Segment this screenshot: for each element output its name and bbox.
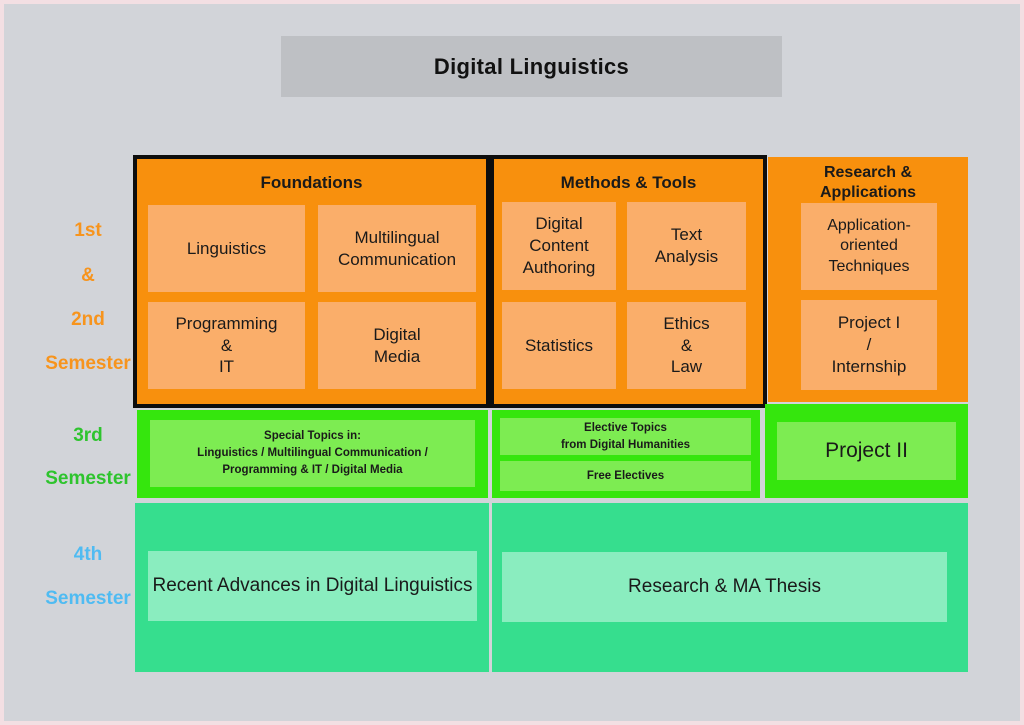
thesis-block: Research & MA Thesis [492, 503, 968, 672]
recent-advances-block: Recent Advances in Digital Linguistics [135, 503, 489, 672]
card-ethics-law: Ethics & Law [627, 302, 746, 389]
card-project-1-internship: Project I / Internship [801, 300, 937, 390]
page-title: Digital Linguistics [281, 36, 782, 97]
card-application-oriented-techniques: Application- oriented Techniques [801, 203, 937, 290]
card-free-electives: Free Electives [500, 461, 751, 491]
card-special-topics: Special Topics in: Linguistics / Multili… [150, 420, 475, 487]
label-1st: 1st [74, 220, 102, 241]
label-4th-semester: Semester [45, 588, 131, 609]
card-research-ma-thesis: Research & MA Thesis [502, 552, 947, 622]
project-2-block: Project II [765, 404, 968, 498]
foundations-block: Foundations Linguistics Multilingual Com… [133, 155, 490, 408]
card-recent-advances: Recent Advances in Digital Linguistics [148, 551, 477, 621]
card-programming-it: Programming & IT [148, 302, 305, 389]
special-topics-block: Special Topics in: Linguistics / Multili… [137, 410, 488, 498]
methods-tools-block: Methods & Tools Digital Content Authorin… [490, 155, 767, 408]
electives-block: Elective Topics from Digital Humanities … [492, 410, 760, 498]
methods-tools-header: Methods & Tools [560, 173, 697, 192]
label-amp: & [81, 265, 95, 286]
research-applications-header: Research & Applications [819, 164, 916, 201]
card-project-2: Project II [777, 422, 956, 480]
foundations-header: Foundations [260, 173, 363, 192]
label-3rd: 3rd [73, 425, 103, 446]
label-1st-2nd-semester: Semester [45, 353, 131, 374]
label-4th: 4th [73, 544, 103, 565]
card-elective-topics: Elective Topics from Digital Humanities [500, 418, 751, 455]
card-statistics: Statistics [502, 302, 616, 389]
card-linguistics: Linguistics [148, 205, 305, 292]
card-text-analysis: Text Analysis [627, 202, 746, 290]
page-title-text: Digital Linguistics [433, 53, 630, 79]
label-3rd-semester: Semester [45, 468, 131, 489]
research-applications-block: Research & Applications Application- ori… [768, 157, 968, 402]
card-digital-content-authoring: Digital Content Authoring [502, 202, 616, 290]
label-2nd: 2nd [71, 309, 105, 330]
card-digital-media: Digital Media [318, 302, 476, 389]
card-multilingual-communication: Multilingual Communication [318, 205, 476, 292]
